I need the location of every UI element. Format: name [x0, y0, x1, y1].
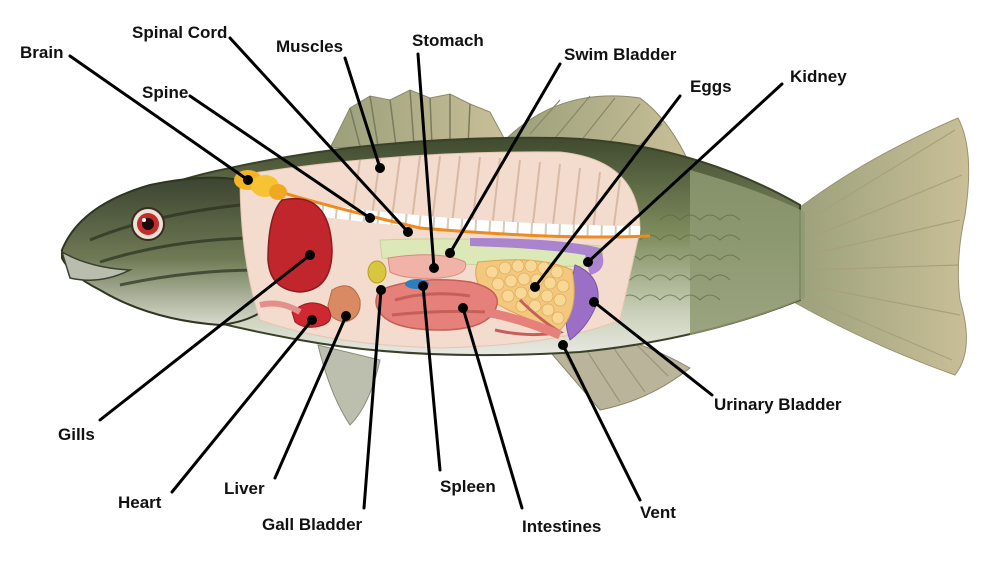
leader-heart — [170, 318, 314, 494]
dot-swim-bladder — [445, 248, 455, 258]
eye — [131, 207, 165, 241]
label-spine: Spine — [142, 83, 188, 102]
dot-heart — [307, 315, 317, 325]
eggs-organ — [475, 259, 575, 331]
label-muscles: Muscles — [276, 37, 343, 56]
tail-peduncle — [690, 170, 805, 335]
leader-gall-bladder — [362, 288, 383, 510]
dot-kidney — [583, 257, 593, 267]
labels: Brain Spinal Cord Muscles Stomach Swim B… — [20, 23, 847, 536]
dot-vent — [558, 340, 568, 350]
label-kidney: Kidney — [790, 67, 847, 86]
leader-spinal-cord — [228, 36, 410, 234]
leader-spine — [188, 94, 372, 220]
scale-pattern — [599, 214, 741, 301]
leader-muscles — [343, 56, 382, 170]
label-vent: Vent — [640, 503, 676, 522]
leader-intestines — [461, 306, 524, 510]
mouth — [60, 250, 133, 281]
leader-urinary-bladder — [592, 300, 714, 397]
leader-vent — [561, 343, 642, 502]
tail-fin — [789, 117, 970, 376]
label-spinal-cord: Spinal Cord — [132, 23, 227, 42]
dot-liver — [341, 311, 351, 321]
leader-spleen — [421, 284, 442, 472]
dot-spleen — [418, 281, 428, 291]
label-swim-bladder: Swim Bladder — [564, 45, 677, 64]
label-eggs: Eggs — [690, 77, 732, 96]
leader-liver — [273, 314, 348, 480]
leader-swim-bladder — [448, 62, 562, 255]
dot-eggs — [530, 282, 540, 292]
dot-urinary-bladder — [589, 297, 599, 307]
label-gills: Gills — [58, 425, 95, 444]
spine-column — [279, 199, 641, 238]
dot-stomach — [429, 263, 439, 273]
heart-vessel — [259, 300, 302, 315]
leader-lines — [68, 36, 784, 510]
pointer-dots — [243, 163, 599, 350]
leader-kidney — [586, 82, 784, 264]
label-urinary-bladder: Urinary Bladder — [714, 395, 842, 414]
kidney-organ — [470, 238, 604, 275]
label-heart: Heart — [118, 493, 162, 512]
leader-stomach — [416, 52, 436, 270]
dot-brain — [243, 175, 253, 185]
gall-bladder-organ — [367, 260, 387, 284]
dot-spinal-cord — [403, 227, 413, 237]
gills-organ — [267, 197, 333, 293]
label-gall-bladder: Gall Bladder — [262, 515, 363, 534]
leader-brain — [68, 54, 250, 182]
spinal-cord-line — [249, 180, 651, 239]
dot-gills — [305, 250, 315, 260]
label-stomach: Stomach — [412, 31, 484, 50]
stomach-organ — [387, 254, 467, 279]
label-brain: Brain — [20, 43, 63, 62]
leader-gills — [98, 253, 312, 422]
label-spleen: Spleen — [440, 477, 496, 496]
dot-spine — [365, 213, 375, 223]
dot-intestines — [458, 303, 468, 313]
dorsal-fin-spiny — [329, 89, 506, 149]
label-intestines: Intestines — [522, 517, 601, 536]
label-liver: Liver — [224, 479, 265, 498]
leader-eggs — [533, 94, 682, 289]
dot-gall-bladder — [376, 285, 386, 295]
dot-muscles — [375, 163, 385, 173]
